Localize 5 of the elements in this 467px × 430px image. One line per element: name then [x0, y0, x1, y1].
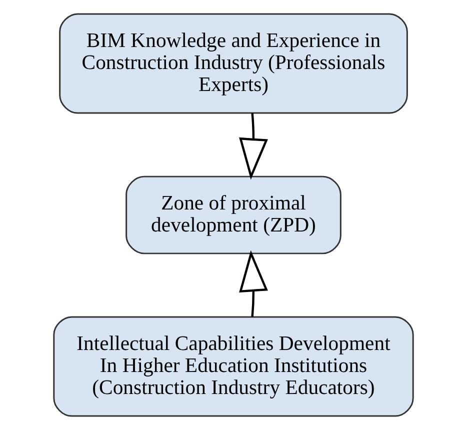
arrow: [239, 113, 268, 180]
arrow: [239, 250, 268, 317]
node-box: Intellectual Capabilities Development In Higher Education Institutions (Construction Industry Educators): [53, 316, 414, 417]
node-box: BIM Knowledge and Experience in Construction Industry (Professionals Experts): [59, 13, 408, 114]
node-box: Zone of proximal development (ZPD): [126, 176, 342, 254]
